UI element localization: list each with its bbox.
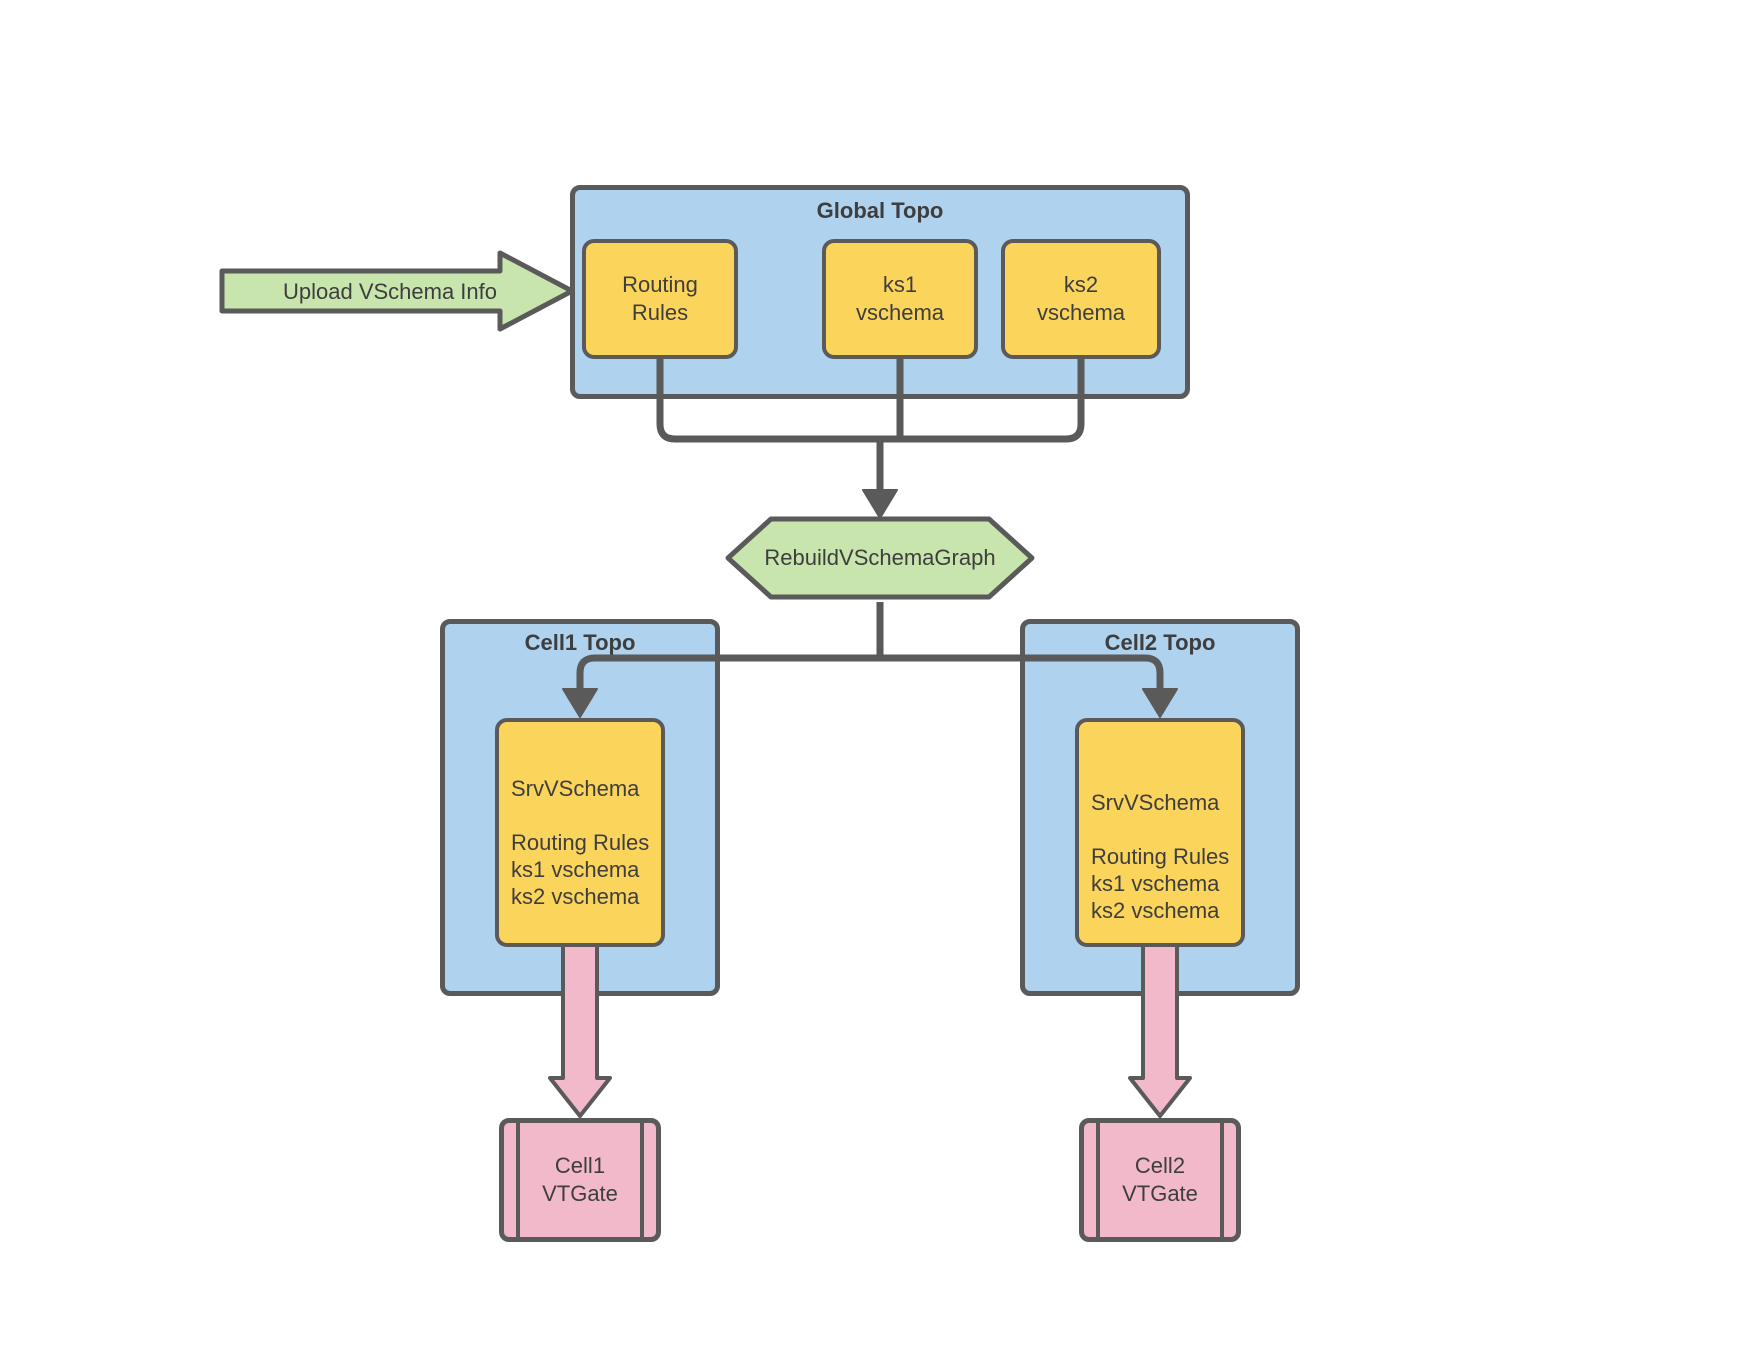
rebuild-hexagon-shape[interactable] [725,516,1035,600]
global-topo-title: Global Topo [816,198,944,223]
cell2-srvvschema-label: SrvVSchema Routing Rules ks1 vschema ks2… [1091,790,1230,923]
ks2-vschema-label: ks2 vschema [1036,272,1126,325]
cell1-srvvschema-box[interactable]: SrvVSchema Routing Rules ks1 vschema ks2… [495,718,665,947]
arrowhead-into-cell2-srv [1142,688,1178,718]
cell2-vtgate-left-bar [1096,1123,1100,1237]
cell1-vtgate-arrow-shape[interactable] [548,942,612,1118]
cell1-srvvschema-label: SrvVSchema Routing Rules ks1 vschema ks2… [511,776,650,909]
routing-rules-label: Routing Rules [622,272,698,325]
ks1-vschema-label: ks1 vschema [855,272,945,325]
cell2-vtgate-right-bar [1220,1123,1224,1237]
rebuild-hexagon-label: RebuildVSchemaGraph [764,545,996,570]
ks1-vschema-box[interactable]: ks1 vschema [822,239,978,359]
cell2-topo-title: Cell2 Topo [1104,630,1216,655]
cell1-topo-title: Cell1 Topo [524,630,636,655]
upload-vschema-arrow-shape[interactable] [219,250,575,332]
cell2-vtgate-arrow-shape[interactable] [1128,942,1192,1118]
routing-rules-box[interactable]: Routing Rules [582,239,738,359]
cell1-vtgate-label: Cell1 VTGate [542,1153,618,1206]
cell1-vtgate-box[interactable]: Cell1 VTGate [499,1118,661,1242]
ks2-vschema-box[interactable]: ks2 vschema [1001,239,1161,359]
cells-split-connector [576,654,1164,691]
arrowhead-into-rebuild [862,489,898,519]
cell2-srvvschema-box[interactable]: SrvVSchema Routing Rules ks1 vschema ks2… [1075,718,1245,947]
upload-vschema-arrow-label: Upload VSchema Info [282,279,498,304]
global-merge-connector [656,357,1085,443]
cell1-vtgate-right-bar [640,1123,644,1237]
cell2-vtgate-box[interactable]: Cell2 VTGate [1079,1118,1241,1242]
cell1-vtgate-left-bar [516,1123,520,1237]
cell2-vtgate-label: Cell2 VTGate [1122,1153,1198,1206]
arrowhead-into-cell1-srv [562,688,598,718]
